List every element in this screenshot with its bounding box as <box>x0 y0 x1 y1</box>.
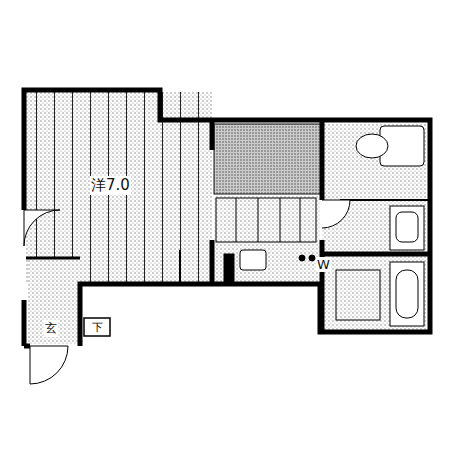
entry-floor <box>28 314 80 344</box>
room-label: 下 <box>91 320 104 335</box>
bath-floor <box>322 256 426 330</box>
room-label: 玄 <box>44 320 58 337</box>
fixtures <box>84 126 424 336</box>
fixture-label: W <box>316 257 331 272</box>
room-area: 洋7.0 <box>30 94 208 280</box>
wash-floor <box>322 124 426 254</box>
hall-floor <box>28 258 80 314</box>
shoe-box: 下 <box>84 318 110 336</box>
room-label: 洋7.0 <box>90 176 131 195</box>
entrance-area: 玄下 <box>28 314 114 344</box>
kitchen-floor <box>214 196 320 282</box>
storage <box>214 124 322 194</box>
walls <box>24 90 430 346</box>
